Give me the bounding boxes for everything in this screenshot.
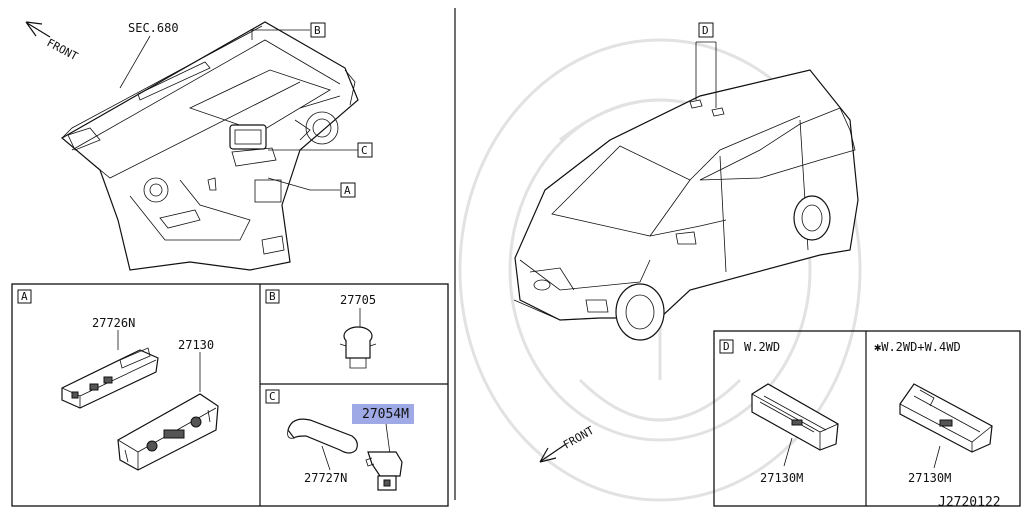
svg-text:A: A (344, 184, 351, 197)
part-27705-drawing (339, 326, 377, 369)
part-27130m-left-leader (783, 437, 793, 467)
callout-c: C (268, 142, 373, 158)
drawing-code: J2720122 (938, 495, 1001, 510)
panel-d-frame (713, 330, 1021, 507)
part-27727n-hose (287, 418, 358, 454)
part-27726n-label: 27726N (92, 316, 135, 330)
part-27727n-leader (321, 445, 331, 471)
part-27130m-left-drawing (751, 383, 839, 451)
part-27130m-left-label: 27130M (760, 471, 803, 485)
panel-a: A 27726N 27130 (17, 289, 219, 471)
part-27054m-leader (385, 423, 391, 455)
part-27054m-label: 27054M (362, 407, 409, 422)
panel-b-tag: B (269, 290, 276, 303)
watermark-emblem (458, 38, 862, 502)
front-label: FRONT (45, 36, 81, 63)
panel-c: C 27054M 27727N (265, 389, 414, 491)
svg-text:C: C (361, 144, 368, 157)
callout-a: A (267, 177, 356, 198)
part-27727n-label: 27727N (304, 471, 347, 485)
part-27054m-drawing (365, 451, 403, 491)
w2wd-w4wd-heading: ✱W.2WD+W.4WD (874, 340, 961, 354)
part-27130-label: 27130 (178, 338, 214, 352)
part-27130-drawing (117, 393, 219, 471)
callout-d: D (695, 22, 717, 108)
svg-text:B: B (314, 24, 321, 37)
panel-b: B 27705 (265, 289, 377, 369)
w2wd-heading: W.2WD (744, 340, 780, 354)
part-27054m-highlight (352, 404, 414, 424)
front-label-van: FRONT (561, 424, 597, 452)
front-direction-arrow: FRONT (25, 21, 81, 63)
dashboard-illustration (60, 21, 359, 271)
part-27705-label: 27705 (340, 293, 376, 307)
van-illustration (513, 69, 859, 341)
lower-left-frame (11, 283, 449, 507)
part-27726n-drawing (61, 347, 159, 409)
part-27130m-right-drawing (899, 383, 993, 453)
svg-text:D: D (702, 24, 709, 37)
section-leader (119, 35, 151, 89)
panel-d-tag: D (723, 340, 730, 353)
callout-b: B (251, 22, 326, 40)
section-label: SEC.680 (128, 21, 179, 35)
panel-c-tag: C (269, 390, 276, 403)
part-27130m-right-label: 27130M (908, 471, 951, 485)
panel-d: D W.2WD ✱W.2WD+W.4WD 27130M 27130M (719, 339, 993, 485)
front-direction-arrow-van: FRONT (539, 424, 597, 463)
part-27130m-right-leader (933, 445, 941, 469)
panel-a-tag: A (21, 290, 28, 303)
